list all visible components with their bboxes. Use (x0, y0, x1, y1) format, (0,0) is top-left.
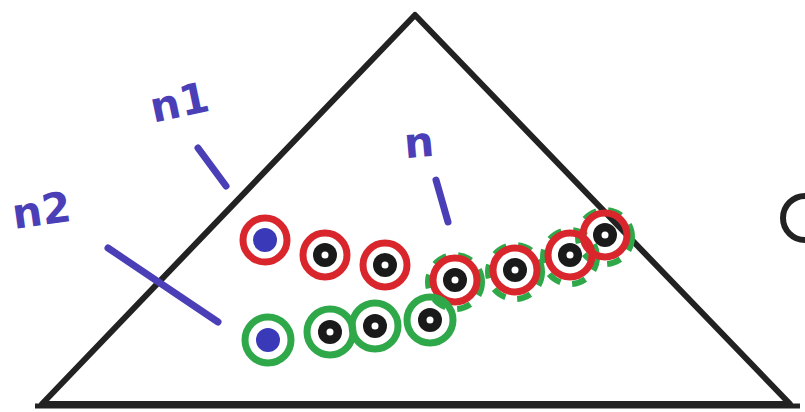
particle-dot (503, 258, 527, 282)
green-ring (352, 303, 398, 349)
variable-label: n (402, 121, 435, 165)
green-ring (543, 230, 597, 284)
red-ring (243, 218, 287, 262)
dot-highlight (327, 329, 334, 336)
green-ring (407, 297, 453, 343)
dot-highlight (372, 323, 379, 330)
leader-line (108, 248, 218, 322)
particle-dot (318, 320, 342, 344)
particle-dot (253, 228, 277, 252)
edge-fragment (783, 196, 805, 240)
variable-label: n1 (146, 76, 213, 129)
red-ring (363, 243, 407, 287)
red-ring (583, 213, 627, 257)
particle-dot (418, 308, 442, 332)
green-ring (245, 317, 291, 363)
leader-line (436, 180, 448, 222)
green-ring (307, 309, 353, 355)
particle-dot (373, 253, 397, 277)
dot-highlight (382, 262, 389, 269)
dot-highlight (452, 277, 459, 284)
dot-highlight (602, 232, 609, 239)
particle-dot (593, 223, 617, 247)
particle-dot (313, 243, 337, 267)
variable-label: n2 (9, 186, 73, 236)
dot-highlight (322, 252, 329, 259)
dot-highlight (512, 267, 519, 274)
green-ring (578, 210, 632, 264)
red-ring (493, 248, 537, 292)
base-line (35, 404, 800, 409)
particle-dot (363, 314, 387, 338)
particle-dot (443, 268, 467, 292)
red-ring (303, 233, 347, 277)
leader-line (198, 148, 226, 186)
triangle-outline (42, 15, 790, 404)
dot-highlight (427, 317, 434, 324)
particle-dot (256, 328, 280, 352)
dot-highlight (567, 252, 574, 259)
green-ring (488, 245, 542, 299)
particle-dot (558, 243, 582, 267)
